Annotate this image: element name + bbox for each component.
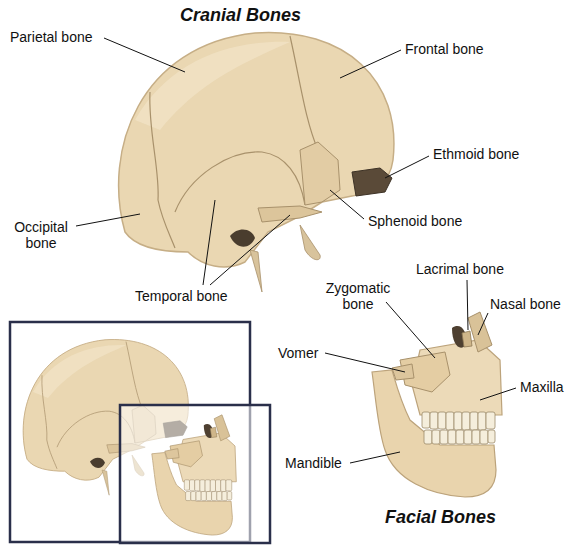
bone-label: Zygomatic bone xyxy=(318,280,398,312)
bone-label: Lacrimal bone xyxy=(416,261,504,277)
inset-face-frame xyxy=(120,405,270,543)
bone-label: Nasal bone xyxy=(490,296,561,312)
facial-bones-drawing xyxy=(372,312,502,497)
bone-label: Maxilla xyxy=(520,379,564,395)
bone-label: Occipital bone xyxy=(6,219,76,251)
section-heading: Cranial Bones xyxy=(180,4,301,26)
leader-lines xyxy=(76,38,516,463)
bone-label: Temporal bone xyxy=(135,288,228,304)
bone-label: Vomer xyxy=(278,345,318,361)
inset-face xyxy=(152,415,237,535)
section-heading: Facial Bones xyxy=(385,506,496,528)
bone-label: Parietal bone xyxy=(10,29,93,45)
bone-label: Mandible xyxy=(285,455,342,471)
bone-label: Frontal bone xyxy=(405,41,484,57)
bone-label: Sphenoid bone xyxy=(368,213,462,229)
cranium-drawing xyxy=(119,33,394,292)
bone-label: Ethmoid bone xyxy=(433,146,519,162)
